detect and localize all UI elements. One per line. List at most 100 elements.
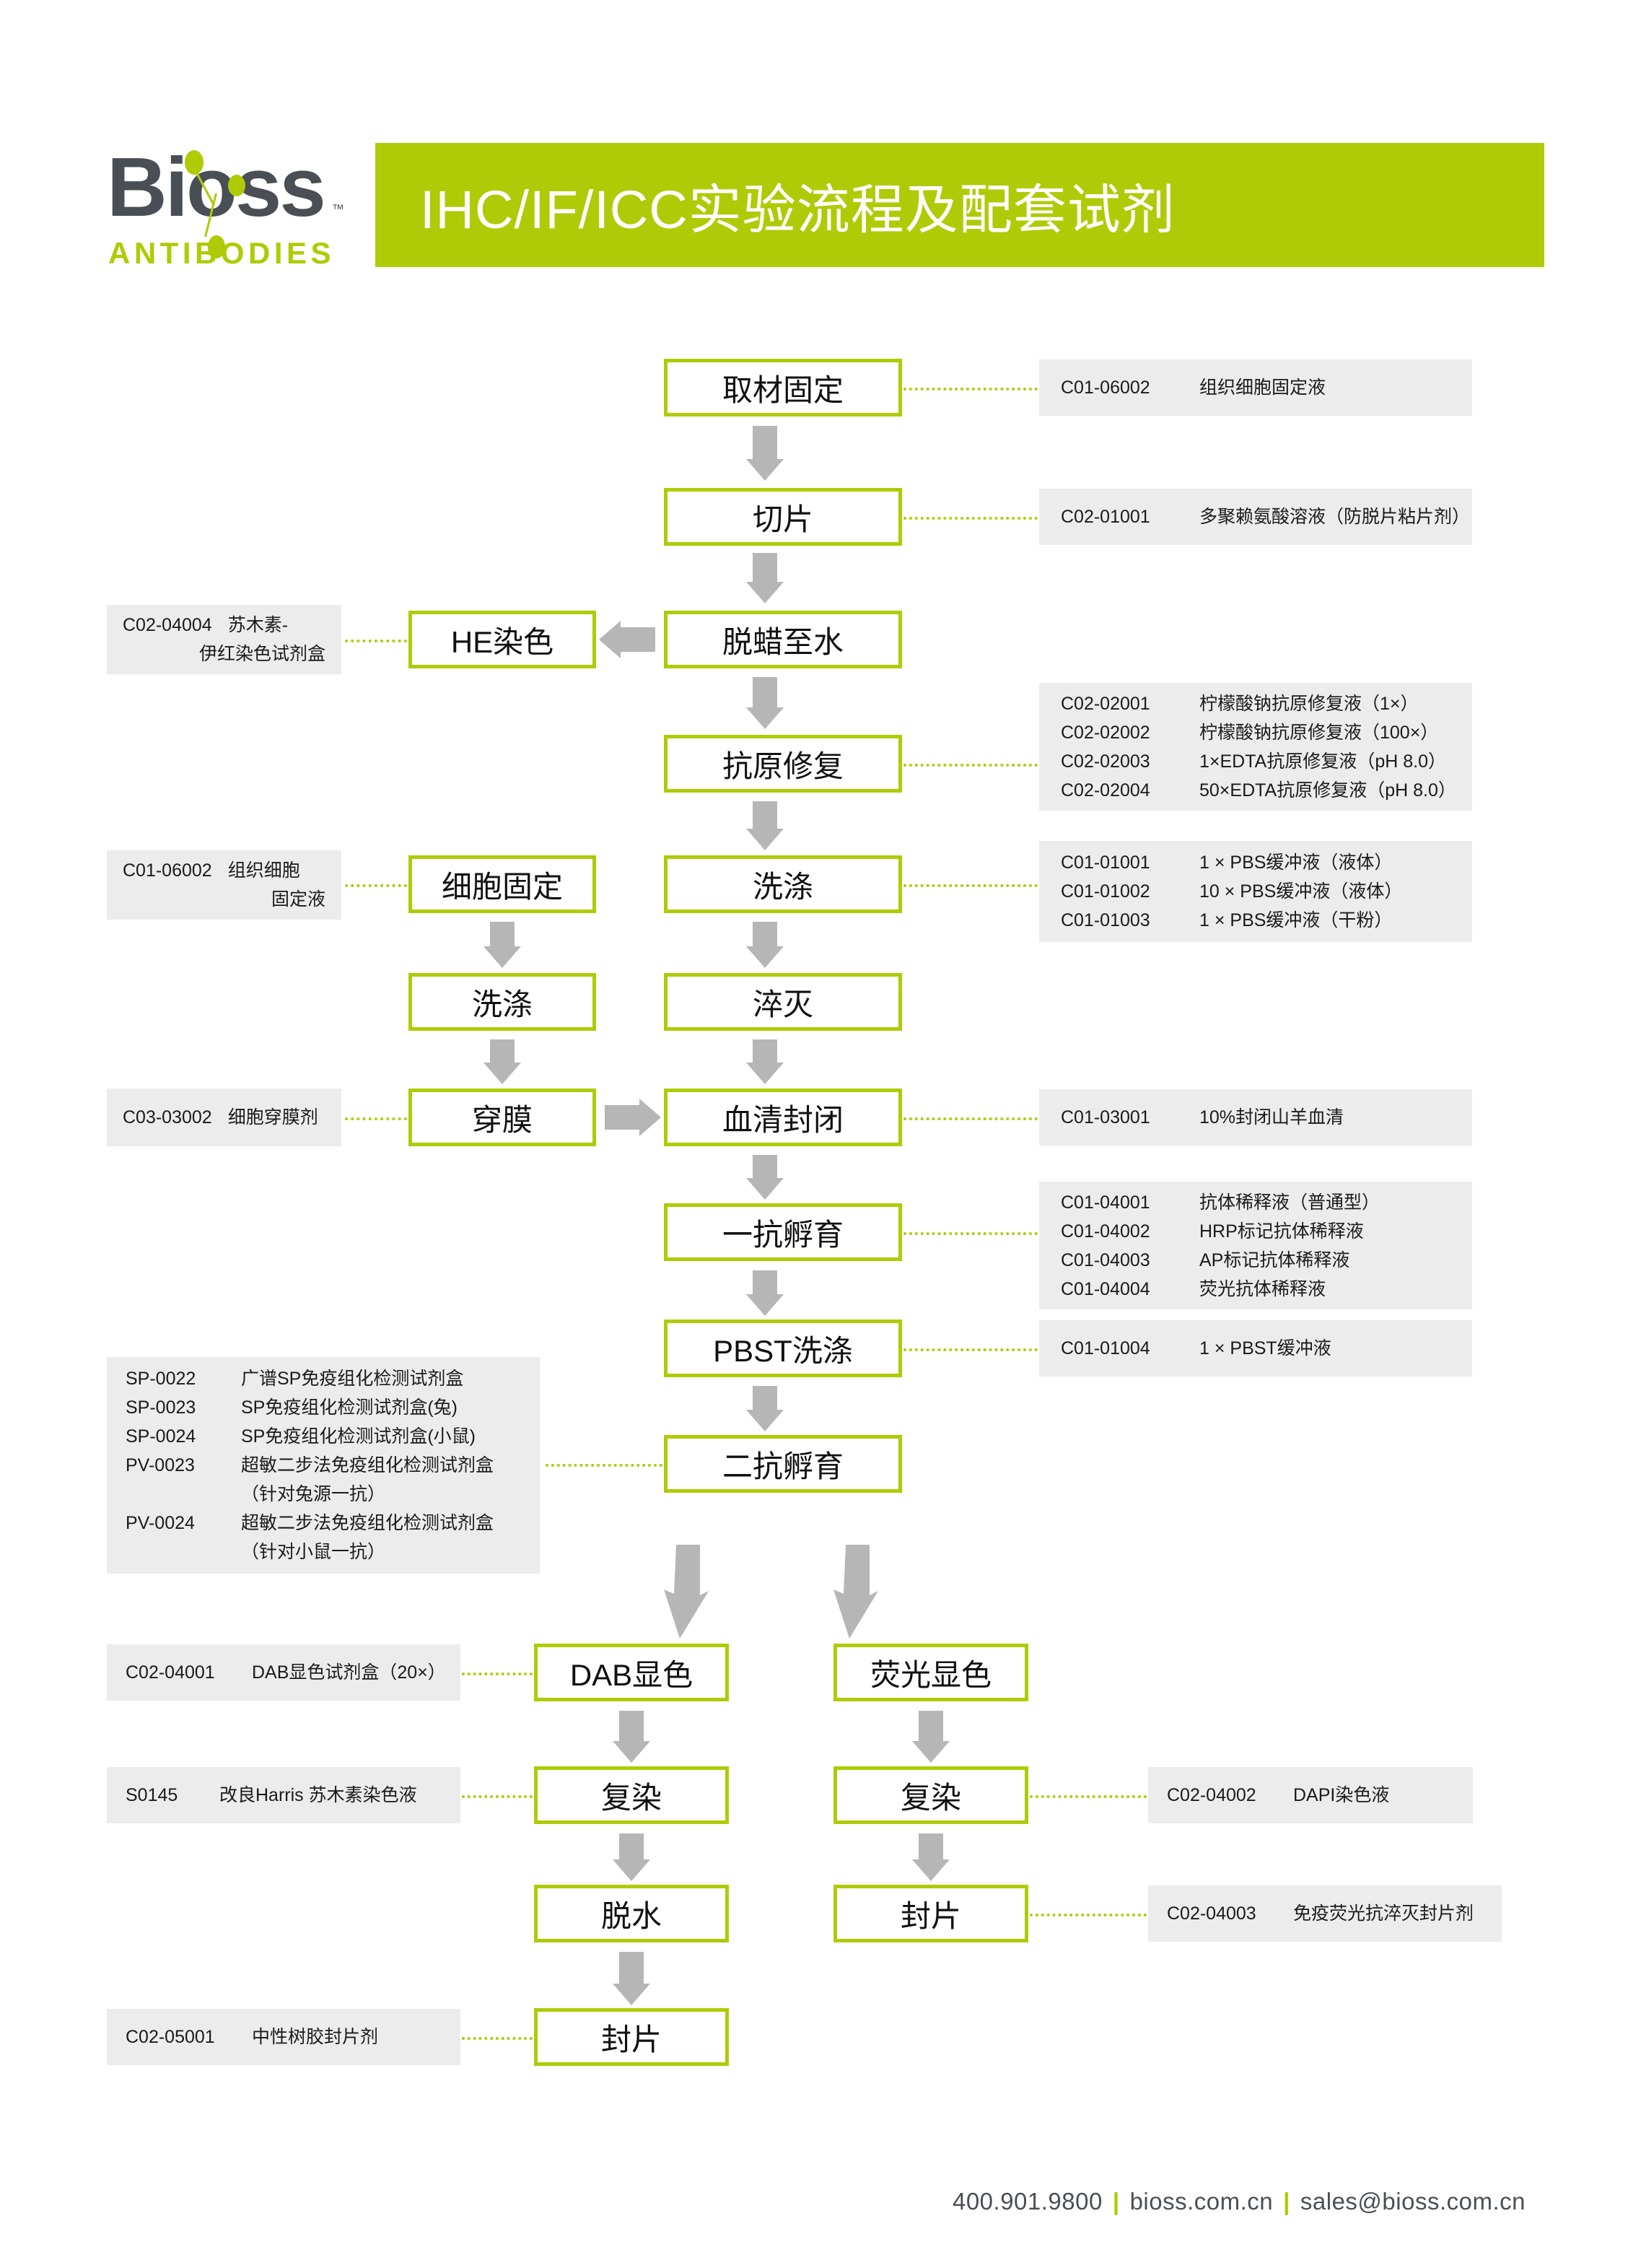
reagent-name: 中性树胶封片剂 <box>252 2027 379 2047</box>
footer-contact: 400.901.9800 | bioss.com.cn | sales@bios… <box>0 2180 1628 2223</box>
reagent-name: 抗体稀释液（普通型） <box>1199 1192 1380 1213</box>
reagent-row: C01-01004 1 × PBST缓冲液 <box>1061 1334 1450 1363</box>
footer-separator-1: | <box>1112 2188 1120 2215</box>
step-quench[interactable]: 淬灭 <box>664 973 902 1031</box>
reagent-row: C01-04003 AP标记抗体稀释液 <box>1061 1246 1450 1275</box>
reagent-name: 柠檬酸钠抗原修复液（100×） <box>1199 722 1439 743</box>
step-dab-mounting[interactable]: 封片 <box>534 2008 729 2066</box>
step-dewax[interactable]: 脱蜡至水 <box>664 611 902 668</box>
reagent-row: C01-06002 组织细胞固定液 <box>1061 373 1450 402</box>
reagent-panel-fixation: C01-06002 组织细胞固定液 <box>1039 359 1472 416</box>
step-fixation[interactable]: 取材固定 <box>664 359 902 416</box>
reagent-name-line2: （针对兔源一抗） <box>241 1484 386 1504</box>
arrow-split-left-glyph <box>664 1545 709 1639</box>
step-fluor-counterstain[interactable]: 复染 <box>833 1766 1028 1824</box>
connector-antigen-retrieval <box>903 764 1038 767</box>
reagent-name: 超敏二步法免疫组化检测试剂盒 <box>241 1455 494 1475</box>
footer-website[interactable]: bioss.com.cn <box>1129 2188 1274 2215</box>
step-fluor-development[interactable]: 荧光显色 <box>833 1644 1028 1701</box>
reagent-row: SP-0024 SP免疫组化检测试剂盒(小鼠) <box>126 1422 521 1451</box>
reagent-row: C02-04001 DAB显色试剂盒（20×） <box>126 1658 446 1687</box>
step-fluor-mounting[interactable]: 封片 <box>833 1885 1028 1942</box>
reagent-row: C01-04001 抗体稀释液（普通型） <box>1061 1188 1450 1217</box>
step-primary-antibody[interactable]: 一抗孵育 <box>664 1203 902 1261</box>
reagent-row: PV-0023 超敏二步法免疫组化检测试剂盒 <box>126 1451 521 1480</box>
connector-permeabilization <box>345 1117 407 1120</box>
reagent-name-line2: 伊红染色试剂盒 <box>198 644 325 664</box>
reagent-row: C01-01003 1 × PBS缓冲液（干粉） <box>1061 906 1450 935</box>
reagent-code: C01-04002 <box>1061 1221 1150 1242</box>
step-wash[interactable]: 洗涤 <box>664 855 902 913</box>
step-permeabilization[interactable]: 穿膜 <box>408 1089 596 1146</box>
step-dab-development[interactable]: DAB显色 <box>534 1644 729 1701</box>
step-dehydration[interactable]: 脱水 <box>534 1885 729 1942</box>
connector-he-stain <box>345 640 407 642</box>
reagent-name: HRP标记抗体稀释液 <box>1199 1221 1364 1242</box>
footer-phone: 400.901.9800 <box>952 2188 1103 2215</box>
connector-sectioning <box>903 517 1038 520</box>
brand-tagline: ANTIBODIES <box>108 236 336 270</box>
reagent-code: C01-04001 <box>1061 1192 1150 1213</box>
step-cell-wash[interactable]: 洗涤 <box>408 973 596 1031</box>
reagent-name: 免疫荧光抗淬灭封片剂 <box>1293 1903 1474 1924</box>
reagent-panel-he-stain: C02-04004 苏木素- 伊红染色试剂盒 <box>107 605 341 674</box>
logo-molecule-dot-right <box>228 175 245 196</box>
reagent-name: 柠檬酸钠抗原修复液（1×） <box>1199 693 1419 714</box>
step-cell-fixation[interactable]: 细胞固定 <box>408 855 596 913</box>
reagent-row: C01-06002 组织细胞 <box>123 856 325 885</box>
connector-pbst-wash <box>903 1348 1038 1351</box>
reagent-name: 组织细胞固定液 <box>1199 378 1326 398</box>
connector-hematoxylin <box>462 1795 533 1798</box>
reagent-row: C01-04004 荧光抗体稀释液 <box>1061 1275 1450 1304</box>
connector-antifade <box>1030 1914 1147 1916</box>
reagent-row: C02-02003 1×EDTA抗原修复液（pH 8.0） <box>1061 747 1450 776</box>
brand-wordmark: Bioss <box>107 140 326 234</box>
reagent-name: AP标记抗体稀释液 <box>1199 1249 1350 1270</box>
brand-logo: Bioss ™ ANTIBODIES <box>107 144 352 274</box>
reagent-name: DAPI染色液 <box>1293 1785 1390 1805</box>
reagent-row: C01-04002 HRP标记抗体稀释液 <box>1061 1217 1450 1246</box>
reagent-name: DAB显色试剂盒（20×） <box>252 1662 446 1683</box>
reagent-name: 1 × PBS缓冲液（干粉） <box>1199 910 1393 930</box>
reagent-code: C02-05001 <box>126 2027 215 2047</box>
reagent-code: C01-01004 <box>1061 1338 1150 1358</box>
reagent-row: SP-0023 SP免疫组化检测试剂盒(兔) <box>126 1393 521 1422</box>
footer-email[interactable]: sales@bioss.com.cn <box>1300 2188 1526 2215</box>
reagent-panel-antigen-retrieval: C02-02001 柠檬酸钠抗原修复液（1×） C02-02002 柠檬酸钠抗原… <box>1039 683 1472 811</box>
reagent-row: C02-04003 免疫荧光抗淬灭封片剂 <box>1167 1899 1483 1928</box>
reagent-code: C01-03001 <box>1061 1107 1150 1128</box>
step-antigen-retrieval[interactable]: 抗原修复 <box>664 735 902 793</box>
connector-serum-block <box>903 1117 1038 1120</box>
reagent-code: C01-04003 <box>1061 1249 1150 1270</box>
reagent-panel-hematoxylin: S0145 改良Harris 苏木素染色液 <box>107 1767 460 1823</box>
reagent-panel-cell-fixation: C01-06002 组织细胞 固定液 <box>107 850 341 920</box>
page-title: IHC/IF/ICC实验流程及配套试剂 <box>420 179 1176 240</box>
reagent-panel-secondary-kits: SP-0022 广谱SP免疫组化检测试剂盒 SP-0023 SP免疫组化检测试剂… <box>107 1357 540 1574</box>
step-he-stain[interactable]: HE染色 <box>408 611 596 668</box>
reagent-panel-dapi: C02-04002 DAPI染色液 <box>1148 1767 1473 1823</box>
reagent-code: C03-03002 <box>123 1107 212 1128</box>
reagent-row: C03-03002 细胞穿膜剂 <box>123 1103 325 1132</box>
step-sectioning[interactable]: 切片 <box>664 488 902 546</box>
step-secondary-antibody[interactable]: 二抗孵育 <box>664 1435 902 1493</box>
connector-secondary-kits <box>546 1464 662 1467</box>
reagent-name-line2: 固定液 <box>271 889 325 910</box>
reagent-name: 荧光抗体稀释液 <box>1199 1278 1326 1299</box>
reagent-code: C01-06002 <box>1061 378 1150 398</box>
reagent-code: C02-01001 <box>1061 507 1150 527</box>
step-dab-counterstain[interactable]: 复染 <box>534 1766 729 1824</box>
reagent-code: C02-02004 <box>1061 780 1150 801</box>
connector-cell-fixation <box>345 884 407 887</box>
step-serum-block[interactable]: 血清封闭 <box>664 1089 902 1146</box>
reagent-code: C02-02001 <box>1061 693 1150 714</box>
reagent-code: SP-0022 <box>126 1369 196 1389</box>
reagent-name: 广谱SP免疫组化检测试剂盒 <box>241 1369 464 1389</box>
step-pbst-wash[interactable]: PBST洗涤 <box>664 1320 902 1377</box>
reagent-name: 1 × PBST缓冲液 <box>1199 1338 1331 1358</box>
arrow-split-right-glyph <box>833 1545 878 1639</box>
reagent-code: C01-01001 <box>1061 852 1150 873</box>
reagent-name: 苏木素- <box>227 615 289 635</box>
reagent-name: SP免疫组化检测试剂盒(兔) <box>241 1397 458 1418</box>
arrow-split-to-dab <box>649 1545 722 1642</box>
reagent-row: C01-01002 10 × PBS缓冲液（液体） <box>1061 877 1450 906</box>
